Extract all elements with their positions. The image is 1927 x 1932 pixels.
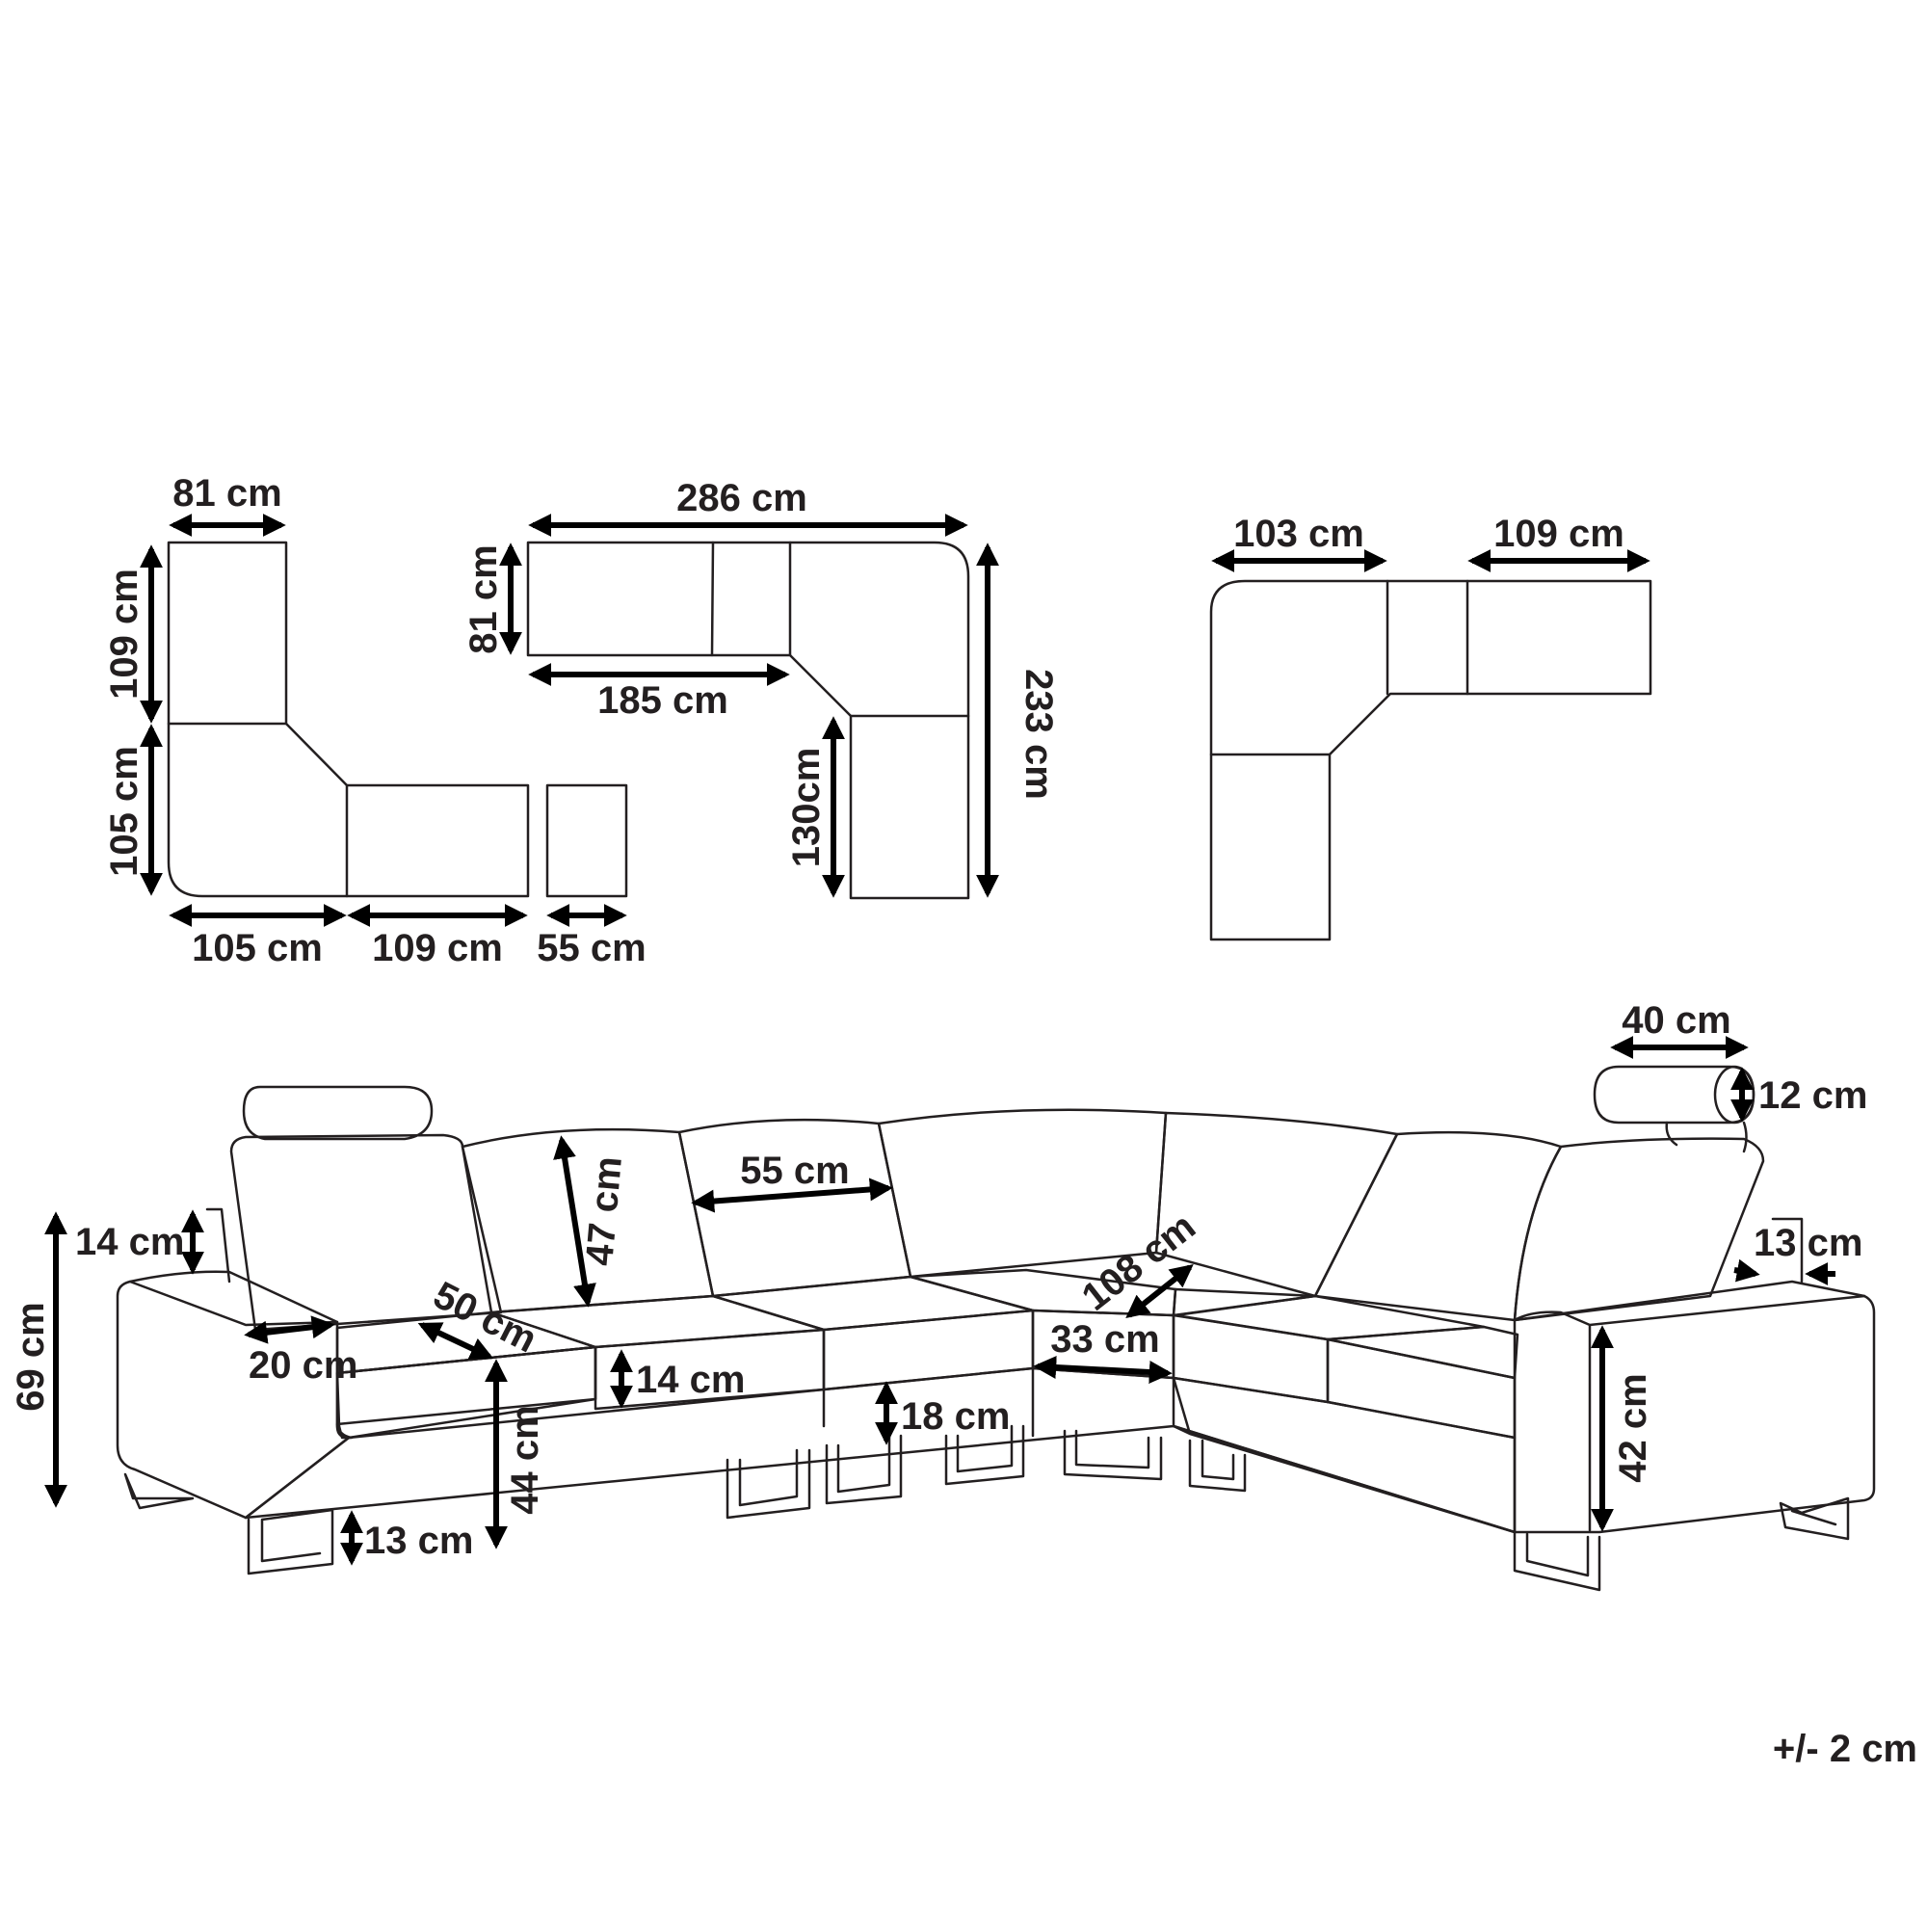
leg-4 [825,1434,903,1505]
seat-cushion-6 [1174,1294,1486,1341]
arm-left-top-edge [128,1280,339,1327]
plan-middle: 286 cm 81 cm 185 cm 233 cm 130cm [462,477,1060,900]
label-total-width: 286 cm [676,477,807,519]
label-seat-depth: 50 cm [427,1274,543,1362]
plan-middle-divider-1 [710,541,715,657]
leg-5 [944,1424,1025,1486]
leg-3 [726,1448,811,1520]
label-seat-height: 44 cm [504,1405,546,1514]
side-panel-right [1771,1217,1804,1284]
label-backrest-height: 47 cm [578,1154,630,1267]
label-leg-height: 13 cm [364,1520,473,1562]
label-arm-height: 42 cm [1612,1373,1654,1482]
seat-front-1 [335,1345,597,1440]
seat-front-6 [1326,1337,1517,1440]
label-upper-depth: 109 cm [103,569,145,700]
arrow-arm-width-front [244,1315,335,1344]
arrow-backrest-height [553,1135,596,1308]
plan-right: 103 cm 109 cm [1209,513,1652,941]
label-chaise-length: 130cm [785,748,828,868]
seat-front-3 [822,1309,1035,1391]
label-depth: 81 cm [462,544,505,653]
label-right-seat-width: 109 cm [1493,513,1624,555]
arm-left [116,1270,351,1520]
base-front [244,1366,1517,1534]
arrow-backrest-width [691,1178,893,1213]
headrest-left [242,1085,434,1141]
front-view: 40 cm 12 cm 13 cm 14 cm 69 cm 20 cm 50 c… [10,999,1876,1592]
label-corner-width: 105 cm [192,927,323,969]
leg-7 [1188,1439,1247,1493]
label-total-height: 233 cm [1017,669,1060,800]
backrest-cushion-3 [677,1118,912,1298]
label-right-corner-width: 103 cm [1233,513,1364,555]
label-total-height-front: 69 cm [10,1302,52,1411]
headrest-right-end [1713,1065,1755,1125]
leg-2 [247,1508,334,1575]
headrest-right [1593,1065,1755,1125]
arrow-arm-side-left [1733,1258,1760,1283]
label-headrest-height: 12 cm [1758,1074,1867,1117]
label-headrest-width: 40 cm [1622,999,1730,1042]
arm-right-inner [1513,1294,1866,1532]
leg-8 [1513,1530,1601,1592]
leg-9 [1779,1496,1850,1541]
plan-left-ottoman [545,783,628,898]
label-arm-side: 13 cm [1754,1222,1862,1264]
label-cushion-height: 14 cm [636,1359,745,1401]
label-corner-front: 33 cm [1050,1318,1159,1361]
label-arm-width-front: 20 cm [249,1344,357,1387]
plan-middle-outline [526,541,970,900]
plan-left-outline [167,541,530,898]
plan-left: 81 cm 109 cm 105 cm 105 cm 109 cm 55 cm [103,472,647,969]
label-arm-top: 14 cm [75,1221,184,1263]
seat-cushion-3 [711,1275,1035,1332]
backrest-cushion-7 [1513,1137,1765,1322]
label-backrest-width: 55 cm [740,1150,849,1192]
label-arm-width: 81 cm [172,472,281,515]
label-base-height: 18 cm [901,1395,1010,1438]
base-bottom-line [244,1424,1517,1534]
headrest-right-support [1665,1121,1748,1153]
label-corner-diagonal: 108 cm [1074,1205,1203,1319]
label-ottoman-width: 55 cm [537,927,646,969]
plan-right-outline [1209,579,1652,941]
arrow-seat-depth [417,1322,494,1360]
side-panel-left [205,1207,231,1284]
leg-1 [123,1472,195,1510]
label-corner-depth: 105 cm [103,746,145,877]
arrow-corner-diagonal [1125,1264,1194,1318]
seat-cushion-7 [1326,1325,1519,1380]
arm-right [1513,1280,1876,1534]
label-seat-width: 109 cm [372,927,503,969]
tolerance-note: +/- 2 cm [1773,1728,1917,1770]
label-front-width: 185 cm [597,679,728,722]
leg-6 [1063,1429,1163,1481]
backrest-cushion-6 [1313,1130,1563,1322]
arrow-corner-front [1033,1356,1173,1384]
seat-cushion-5 [1172,1287,1317,1317]
